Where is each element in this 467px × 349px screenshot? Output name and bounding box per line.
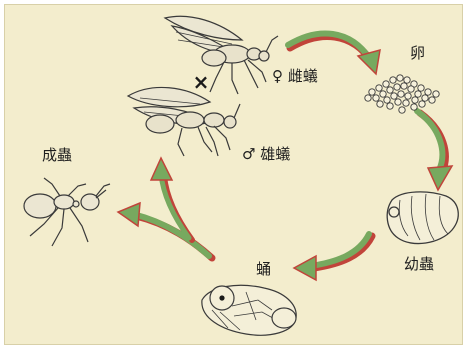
egg-label: 卵 bbox=[410, 44, 426, 62]
pupa-illustration bbox=[201, 284, 297, 336]
eggs-cluster-illustration bbox=[364, 74, 440, 114]
arrow-egg-to-larva bbox=[414, 108, 454, 192]
mating-x-mark: × bbox=[193, 70, 210, 94]
adult-ant-illustration bbox=[23, 177, 111, 247]
arrow-female-to-egg bbox=[285, 30, 381, 76]
arrow-larva-to-pupa bbox=[292, 231, 376, 282]
pupa-label: 蛹 bbox=[256, 260, 272, 278]
female-ant-illustration bbox=[163, 15, 279, 95]
male-label: ♂ 雄蟻 bbox=[242, 145, 291, 163]
larva-label: 幼蟲 bbox=[404, 255, 435, 273]
arrow-pupa-to-adult bbox=[116, 156, 216, 262]
larva-illustration bbox=[386, 191, 459, 245]
female-label: ♀ 雌蟻 bbox=[272, 67, 318, 85]
male-ant-illustration bbox=[126, 86, 241, 157]
adult-label: 成蟲 bbox=[42, 146, 73, 164]
